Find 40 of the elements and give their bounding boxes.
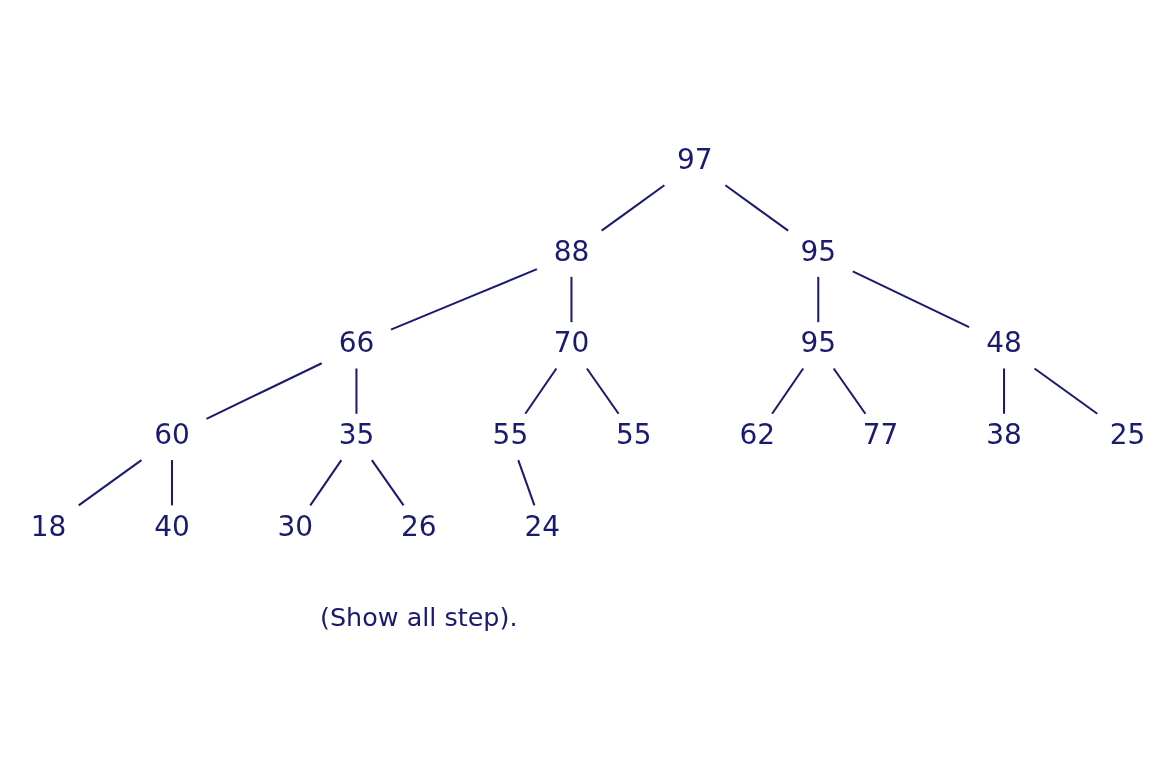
node-text: 26 bbox=[400, 509, 437, 543]
node-text: 70 bbox=[553, 326, 590, 360]
node-text: 18 bbox=[30, 509, 67, 543]
node-text: 88 bbox=[553, 234, 590, 268]
connector bbox=[601, 184, 665, 232]
connector bbox=[771, 367, 805, 415]
connector bbox=[309, 459, 343, 506]
connector bbox=[371, 459, 405, 506]
node-text: 25 bbox=[1109, 417, 1146, 451]
connector bbox=[517, 459, 536, 506]
connector bbox=[390, 268, 538, 331]
node-text: 24 bbox=[524, 509, 560, 543]
connector bbox=[355, 368, 358, 414]
connector bbox=[524, 367, 558, 415]
node-text: 55 bbox=[616, 417, 652, 451]
node-text: 60 bbox=[154, 417, 190, 451]
node-text: 77 bbox=[862, 417, 899, 451]
connector bbox=[78, 459, 143, 507]
node-text: 62 bbox=[739, 417, 776, 451]
node-text: 38 bbox=[986, 417, 1022, 451]
node-text: 97 bbox=[677, 143, 713, 177]
connector bbox=[1033, 367, 1098, 415]
node-text: 95 bbox=[800, 326, 837, 360]
connector bbox=[852, 270, 970, 329]
node-text: 48 bbox=[986, 326, 1022, 360]
node-text: 40 bbox=[154, 509, 190, 543]
connector bbox=[206, 362, 323, 420]
connector bbox=[1003, 368, 1006, 414]
connector bbox=[832, 367, 867, 415]
node-text: 66 bbox=[338, 326, 375, 360]
label: (Show all step). bbox=[320, 602, 518, 633]
connector bbox=[170, 460, 173, 506]
connector bbox=[817, 276, 820, 323]
connector bbox=[724, 184, 789, 232]
node-text: 95 bbox=[800, 234, 837, 268]
connector bbox=[570, 276, 573, 323]
connector bbox=[586, 367, 620, 415]
node-text: 35 bbox=[338, 417, 375, 451]
node-text: 55 bbox=[492, 417, 529, 451]
node-text: 30 bbox=[277, 509, 314, 543]
